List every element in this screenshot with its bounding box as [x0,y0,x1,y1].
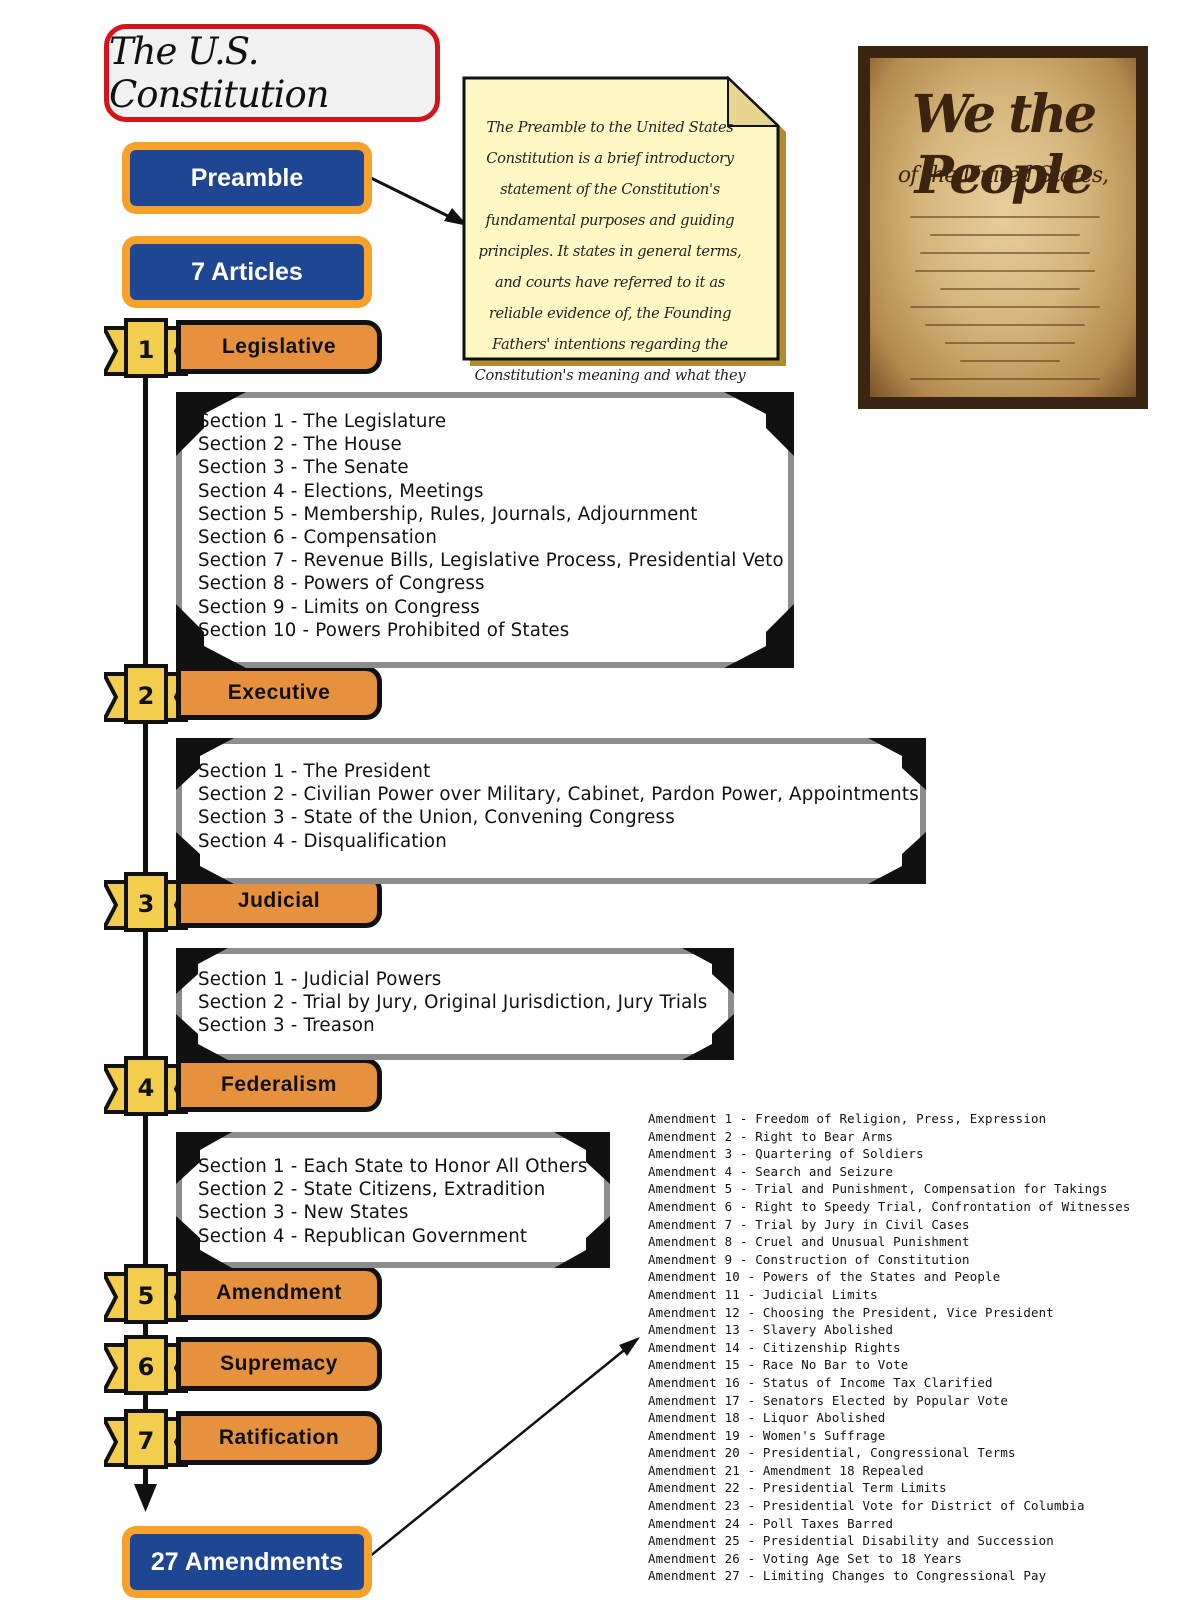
section-item: Section 3 - New States [198,1202,409,1224]
list-item: Amendment 6 - Right to Speedy Trial, Con… [648,1198,1131,1214]
section-item: Section 2 - The House [198,434,402,456]
list-item: Amendment 17 - Senators Elected by Popul… [648,1392,1009,1408]
list-item: Amendment 12 - Choosing the President, V… [648,1304,1054,1320]
section-item: Section 3 - Treason [198,1015,375,1037]
list-item: Amendment 26 - Voting Age Set to 18 Year… [648,1550,963,1566]
list-item: Amendment 15 - Race No Bar to Vote [648,1357,909,1373]
article-2-sections-box [176,738,926,884]
article-executive-button[interactable]: Executive [176,666,382,720]
list-item: Amendment 8 - Cruel and Unusual Punishme… [648,1234,970,1250]
title-box: The U.S. Constitution [104,24,440,122]
corner-brackets [176,948,734,1060]
article-badge-7: 7 [104,1409,188,1469]
amendments-button[interactable]: 27 Amendments [124,1528,370,1596]
section-item: Section 5 - Membership, Rules, Journals,… [198,503,698,525]
amendments-label: 27 Amendments [150,1547,344,1576]
article-number-1: 1 [138,336,155,364]
article-legislative-button[interactable]: Legislative [176,320,382,374]
article-name-7: Ratification [218,1426,340,1449]
list-item: Amendment 22 - Presidential Term Limits [648,1480,947,1496]
list-item: Amendment 2 - Right to Bear Arms [648,1128,894,1144]
we-the-people-image: We the People of the United States, [858,46,1148,409]
section-item: Section 1 - The President [198,761,431,782]
article-amendment-button[interactable]: Amendment [176,1266,382,1320]
image-subheading: of the United States, [897,163,1109,188]
section-item: Section 1 - Judicial Powers [198,969,442,990]
article-1-section-list: Section 1 - The Legislature Section 2 - … [198,410,784,642]
section-item: Section 2 - State Citizens, Extradition [198,1179,546,1201]
article-name-4: Federalism [221,1073,337,1096]
list-item: Amendment 27 - Limiting Changes to Congr… [648,1568,1047,1584]
article-number-2: 2 [138,682,155,710]
preamble-note [462,75,786,366]
article-number-5: 5 [138,1282,155,1310]
page-title: The U.S. Constitution [109,30,330,116]
list-item: Amendment 11 - Judicial Limits [648,1286,878,1302]
article-number-6: 6 [138,1353,155,1381]
article-number-7: 7 [138,1427,155,1455]
list-item: Amendment 18 - Liquor Abolished [648,1410,886,1426]
article-name-3: Judicial [237,889,321,912]
article-ratification-button[interactable]: Ratification [176,1411,382,1465]
list-item: Amendment 4 - Search and Seizure [648,1163,894,1179]
section-item: Section 2 - Civilian Power over Military… [198,784,919,806]
list-item: Amendment 19 - Women's Suffrage [648,1427,886,1443]
list-item: Amendment 20 - Presidential, Congression… [648,1445,1016,1461]
articles-label: 7 Articles [191,257,303,286]
section-item: Section 4 - Elections, Meetings [198,480,484,502]
articles-button[interactable]: 7 Articles [124,238,370,306]
section-item: Section 10 - Powers Prohibited of States [198,619,570,641]
corner-brackets [176,392,794,668]
list-item: Amendment 14 - Citizenship Rights [648,1339,901,1355]
article-federalism-button[interactable]: Federalism [176,1058,382,1112]
article-3-section-list: Section 1 - Judicial Powers Section 2 - … [198,968,707,1038]
article-4-section-list: Section 1 - Each State to Honor All Othe… [198,1155,588,1248]
article-4-sections-box [176,1132,610,1268]
section-item: Section 1 - The Legislature [198,411,447,432]
list-item: Amendment 1 - Freedom of Religion, Press… [648,1111,1047,1126]
article-name-2: Executive [227,681,331,704]
section-item: Section 8 - Powers of Congress [198,573,485,595]
list-item: Amendment 23 - Presidential Vote for Dis… [648,1498,1085,1514]
article-badge-6: 6 [104,1335,188,1395]
list-item: Amendment 24 - Poll Taxes Barred [648,1515,894,1531]
article-number-4: 4 [138,1074,155,1102]
section-item: Section 3 - The Senate [198,457,409,479]
image-heading: We the People [911,84,1097,206]
list-item: Amendment 3 - Quartering of Soldiers [648,1146,924,1162]
article-name-1: Legislative [221,335,337,358]
preamble-description: The Preamble to the United States Consti… [473,119,747,415]
article-number-3: 3 [138,890,155,918]
corner-brackets [176,1132,610,1268]
section-item: Section 4 - Disqualification [198,830,447,852]
article-1-sections-box [176,392,794,668]
section-item: Section 3 - State of the Union, Convenin… [198,807,675,829]
section-item: Section 2 - Trial by Jury, Original Juri… [198,992,708,1014]
list-item: Amendment 7 - Trial by Jury in Civil Cas… [648,1216,970,1232]
section-item: Section 4 - Republican Government [198,1225,528,1247]
section-item: Section 6 - Compensation [198,527,438,549]
list-item: Amendment 16 - Status of Income Tax Clar… [648,1374,993,1390]
section-item: Section 1 - Each State to Honor All Othe… [198,1156,588,1177]
article-badge-2: 2 [104,664,188,724]
article-name-6: Supremacy [220,1352,338,1375]
amendments-list: Amendment 1 - Freedom of Religion, Press… [648,1110,1131,1585]
article-2-section-list: Section 1 - The President Section 2 - Ci… [198,760,919,853]
list-item: Amendment 21 - Amendment 18 Repealed [648,1462,924,1478]
list-item: Amendment 10 - Powers of the States and … [648,1269,1001,1285]
article-3-sections-box [176,948,734,1060]
list-item: Amendment 13 - Slavery Abolished [648,1322,894,1338]
list-item: Amendment 9 - Construction of Constituti… [648,1251,970,1267]
list-item: Amendment 25 - Presidential Disability a… [648,1533,1054,1549]
preamble-label: Preamble [190,163,304,192]
section-item: Section 9 - Limits on Congress [198,596,480,618]
article-name-5: Amendment [216,1281,342,1304]
list-item: Amendment 5 - Trial and Punishment, Comp… [648,1181,1108,1197]
preamble-button[interactable]: Preamble [124,144,370,212]
article-supremacy-button[interactable]: Supremacy [176,1337,382,1391]
section-item: Section 7 - Revenue Bills, Legislative P… [198,550,784,572]
corner-brackets [176,738,926,884]
